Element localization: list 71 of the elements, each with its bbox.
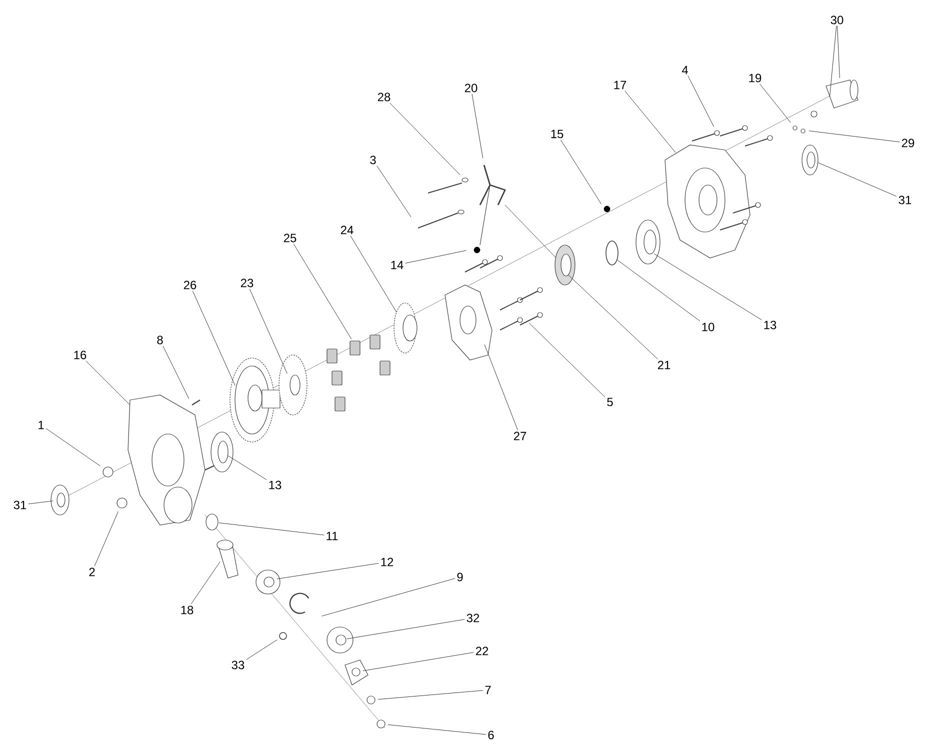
callout-number: 10	[702, 322, 714, 332]
leader-line	[829, 26, 837, 98]
leader-line	[228, 455, 267, 480]
leader-line	[405, 250, 466, 264]
callout-number: 27	[514, 432, 526, 440]
callout-number: 5	[607, 398, 613, 406]
callout-number: 11	[326, 532, 338, 540]
callout-number: 16	[74, 350, 86, 360]
leader-line	[86, 360, 130, 406]
leader-line	[94, 511, 118, 566]
callout-number: 17	[614, 80, 626, 90]
callout-number: 21	[658, 360, 670, 370]
leader-line	[837, 26, 840, 78]
callout-number: 12	[381, 558, 394, 566]
leader-line	[218, 522, 324, 536]
callout-number: 23	[240, 278, 254, 288]
callout-number: 13	[269, 480, 282, 490]
leader-line	[162, 346, 190, 399]
callout-number: 14	[391, 260, 404, 270]
callout-number: 22	[476, 646, 488, 656]
leader-line	[322, 578, 456, 616]
leader-line	[388, 724, 486, 735]
leader-line	[276, 563, 379, 580]
leader-line	[192, 290, 236, 386]
leader-line	[654, 253, 762, 320]
callout-number: 28	[378, 92, 390, 102]
callout-number: 30	[830, 16, 844, 24]
callout-number: 3	[370, 156, 376, 164]
callout-number: 32	[466, 614, 480, 622]
callout-number: 1	[38, 420, 44, 430]
leader-line	[362, 652, 474, 672]
leader-line	[528, 322, 606, 398]
leader-line	[688, 76, 714, 127]
callout-number: 4	[682, 66, 688, 74]
leader-line	[376, 166, 412, 218]
leader-line	[378, 690, 484, 700]
callout-number: 7	[485, 686, 491, 694]
callout-number: 6	[488, 730, 494, 740]
callout-number: 20	[464, 84, 478, 92]
callout-number: 24	[340, 226, 354, 234]
callout-number: 9	[457, 572, 463, 582]
leader-line	[46, 428, 100, 466]
leader-line	[28, 500, 54, 504]
callout-number: 13	[764, 320, 776, 330]
callout-number: 25	[284, 234, 296, 242]
callout-number: 18	[181, 606, 194, 614]
callout-number: 15	[551, 130, 564, 138]
leader-line	[293, 244, 352, 340]
leader-line	[346, 619, 465, 640]
leader-line	[472, 94, 484, 158]
callout-number: 2	[89, 568, 95, 576]
leader-line	[390, 102, 460, 176]
leader-line	[350, 236, 397, 312]
leader-line	[818, 162, 897, 197]
leader-line	[190, 562, 220, 604]
callout-number: 26	[184, 280, 196, 290]
callout-number: 33	[232, 660, 244, 670]
callout-number: 8	[157, 336, 163, 344]
leader-line	[249, 288, 288, 374]
callout-number: 19	[749, 74, 762, 82]
leader-line	[560, 140, 602, 204]
leader-line	[624, 90, 676, 153]
leader-line	[484, 344, 518, 430]
leader-line	[246, 640, 278, 660]
callout-number: 31	[898, 196, 912, 204]
leader-line	[760, 84, 791, 123]
callout-number: 31	[14, 500, 26, 510]
leader-line	[808, 130, 900, 142]
callout-number: 29	[902, 138, 914, 148]
leader-line	[617, 260, 700, 322]
leader-line	[568, 274, 658, 360]
